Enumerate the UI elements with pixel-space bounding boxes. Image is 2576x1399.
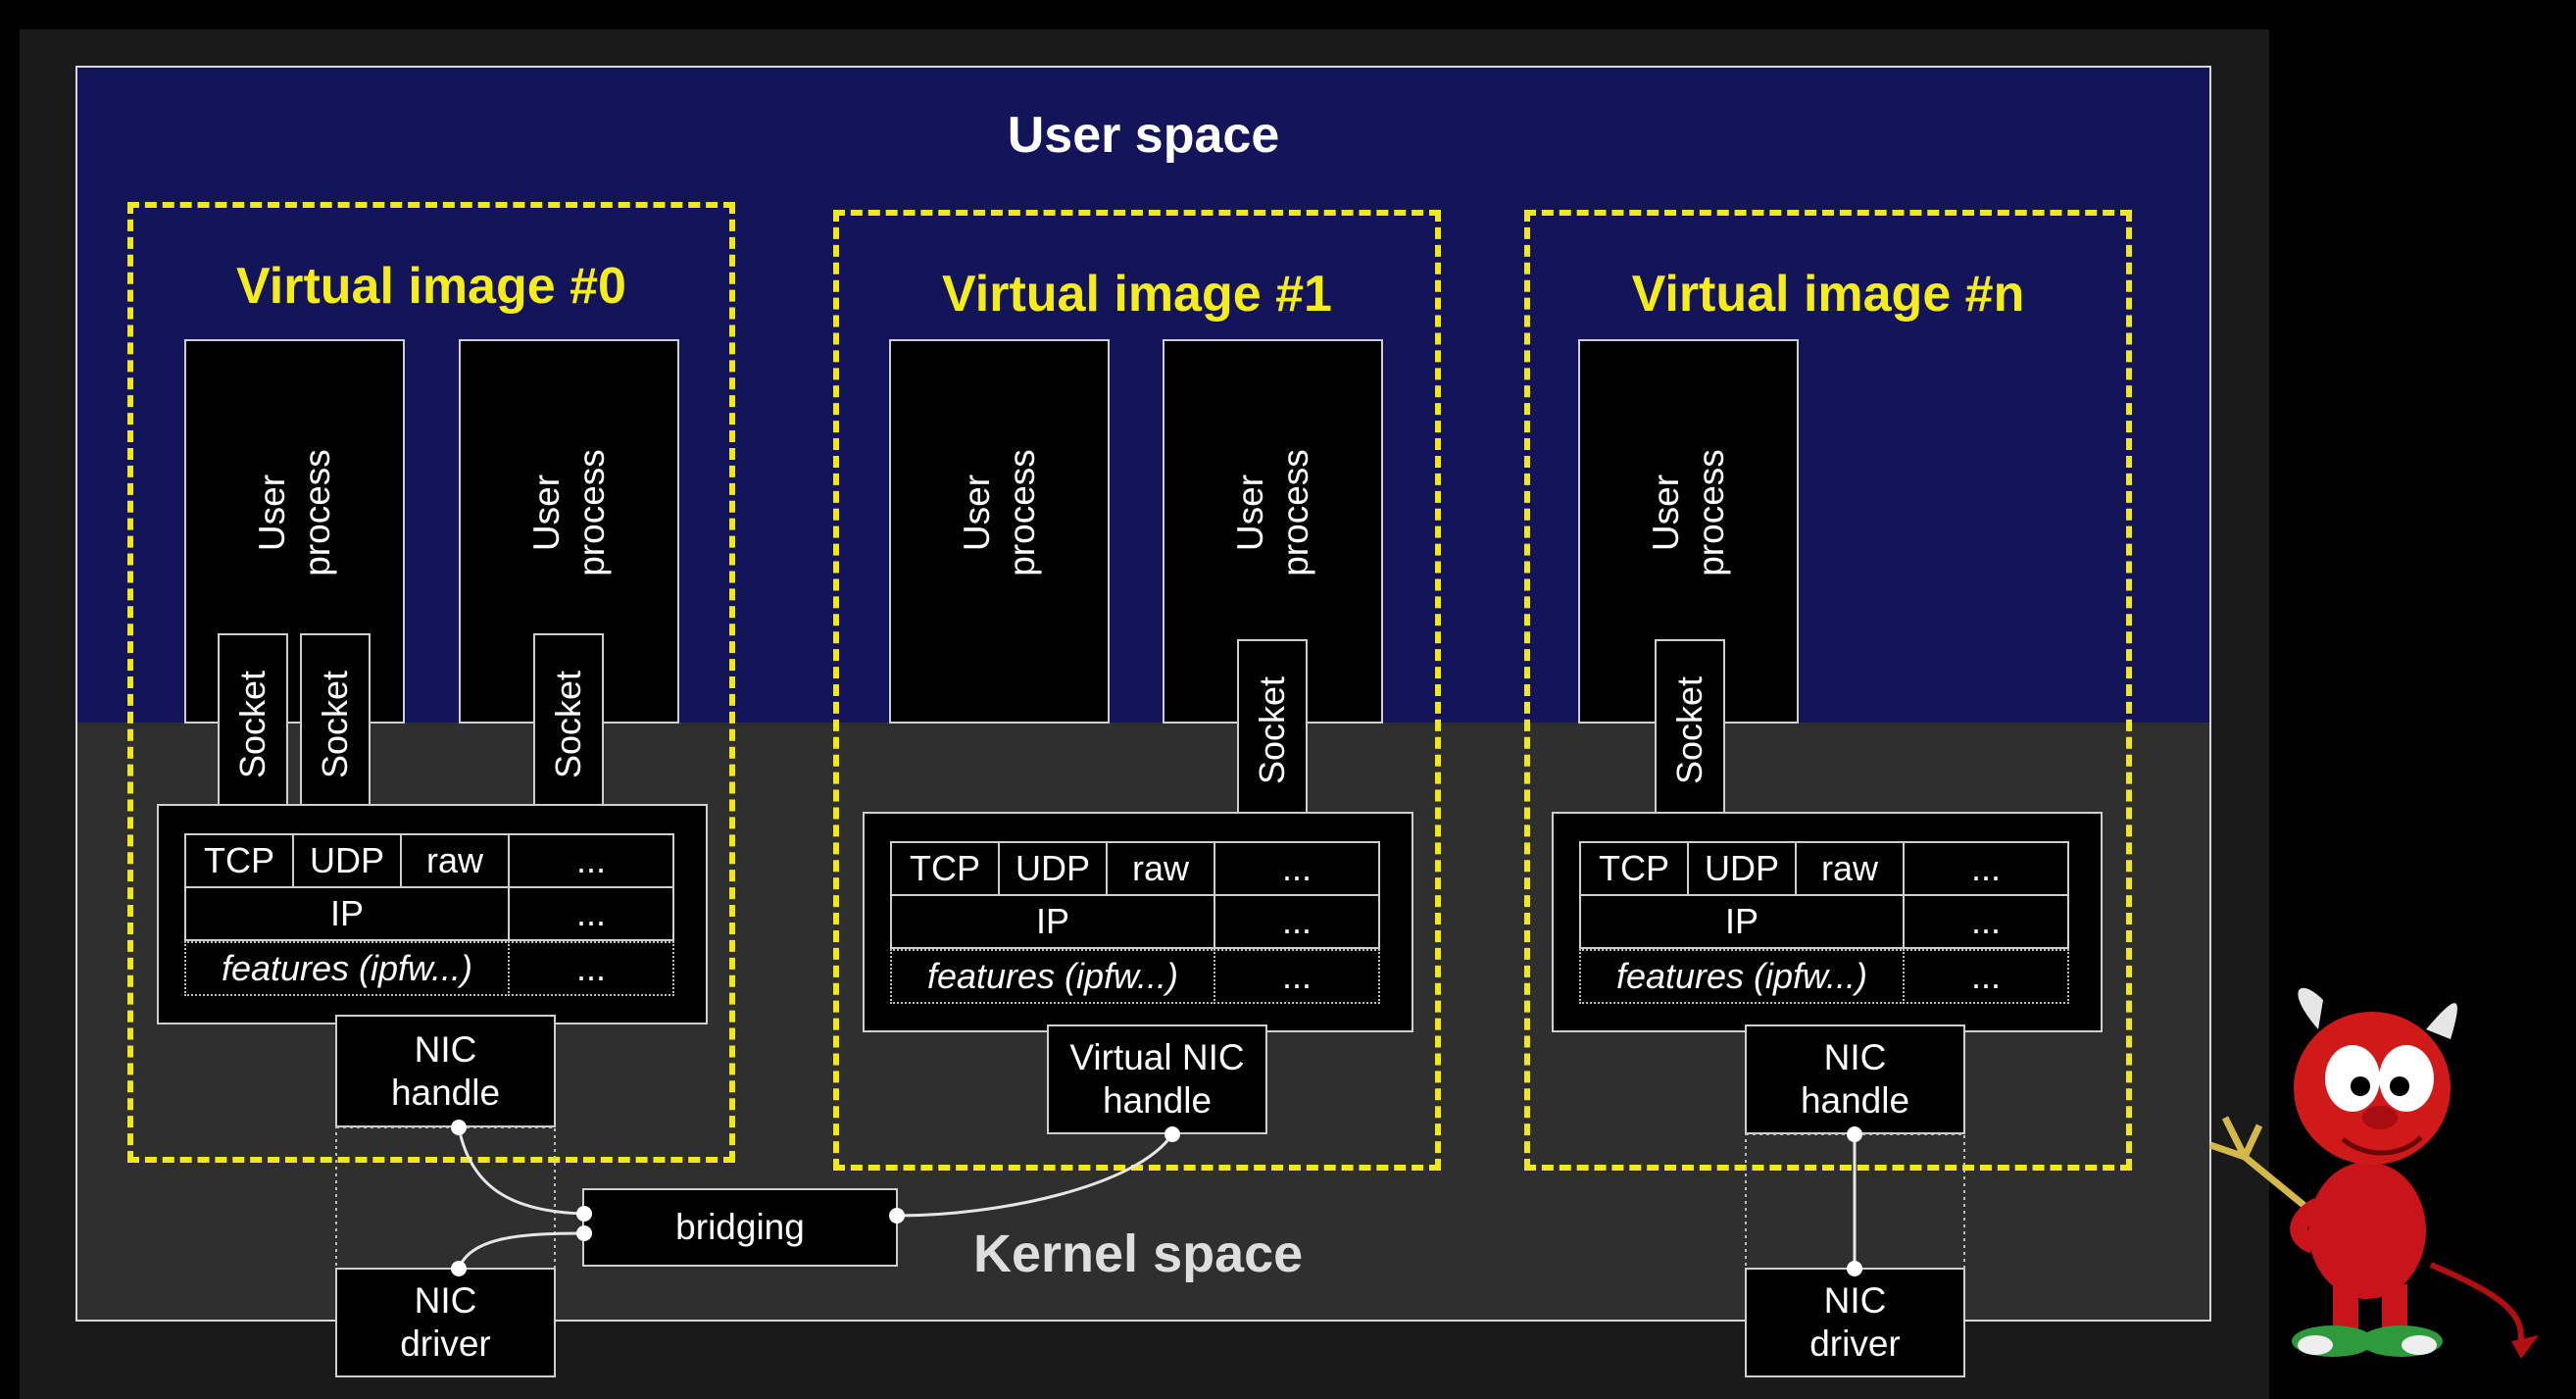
virtual-image-n-title: Virtual image #n xyxy=(1631,266,2025,323)
ip-cell: IP xyxy=(890,894,1215,949)
udp-cell: UDP xyxy=(292,833,402,888)
ip-cell: IP xyxy=(184,886,510,941)
ip-more-cell: ... xyxy=(1903,894,2069,949)
nic-driver-label: NIC driver xyxy=(1809,1280,1901,1364)
nic-handle-label: NIC handle xyxy=(390,1028,501,1113)
raw-cell: raw xyxy=(1795,841,1905,896)
user-space-title: User space xyxy=(1007,107,1280,164)
network-stack: TCP UDP raw ... IP ... features (ipfw...… xyxy=(1552,812,2103,1032)
features-cell: features (ipfw...) xyxy=(890,949,1215,1004)
ip-cell: IP xyxy=(1579,894,1905,949)
virtual-image-0-title: Virtual image #0 xyxy=(236,258,626,315)
bridging-box: bridging xyxy=(582,1188,898,1267)
virtual-image-n-frame xyxy=(1524,210,2132,1171)
nic-driver-label: NIC driver xyxy=(400,1280,491,1364)
user-process-box: User process xyxy=(889,339,1110,724)
features-cell: features (ipfw...) xyxy=(1579,949,1905,1004)
ip-more-cell: ... xyxy=(508,886,674,941)
ip-more-cell: ... xyxy=(1214,894,1380,949)
nic-driver-box: NIC driver xyxy=(1745,1268,1965,1377)
virtual-image-1-title: Virtual image #1 xyxy=(942,266,1332,323)
socket-box: Socket xyxy=(300,633,371,815)
network-stack: TCP UDP raw ... IP ... features (ipfw...… xyxy=(863,812,1413,1032)
features-more-cell: ... xyxy=(1903,949,2069,1004)
features-more-cell: ... xyxy=(508,941,674,996)
features-more-cell: ... xyxy=(1214,949,1380,1004)
raw-cell: raw xyxy=(400,833,510,888)
bsd-daemon-icon xyxy=(2208,987,2539,1359)
kernel-space-title: Kernel space xyxy=(973,1224,1304,1283)
nic-driver-box: NIC driver xyxy=(335,1268,556,1377)
network-stack: TCP UDP raw ... IP ... features (ipfw...… xyxy=(157,804,708,1024)
nic-handle-box: NIC handle xyxy=(335,1015,556,1127)
virtual-nic-handle-label: Virtual NIC handle xyxy=(1069,1037,1245,1121)
virtual-image-0-frame xyxy=(127,202,735,1163)
virtual-nic-handle-box: Virtual NIC handle xyxy=(1047,1024,1267,1134)
diagram-frame xyxy=(75,66,2211,1322)
user-space-region xyxy=(75,66,2211,723)
socket-box: Socket xyxy=(1237,639,1308,821)
nic-handle-label: NIC handle xyxy=(1800,1037,1910,1121)
bridging-label: bridging xyxy=(675,1207,805,1247)
